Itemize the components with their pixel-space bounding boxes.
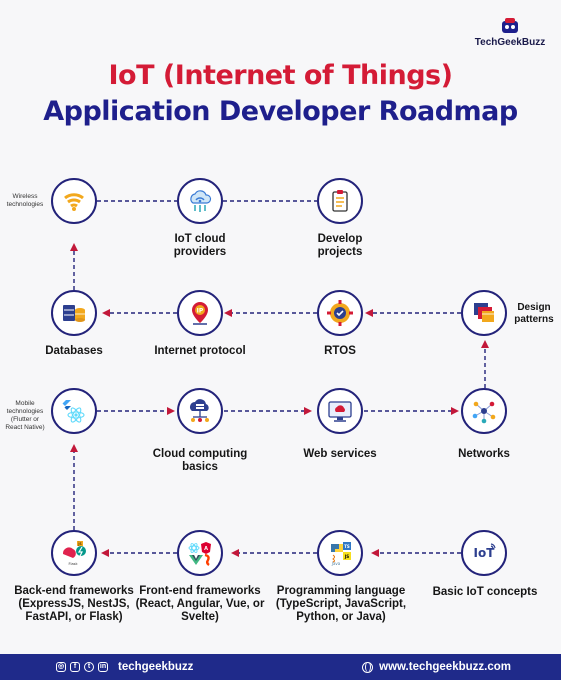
rtos-node: [317, 290, 363, 336]
develop-projects-label: Develop projects: [317, 233, 363, 258]
svg-text:Flask: Flask: [69, 562, 79, 566]
design-patterns-label: Design patterns: [514, 302, 554, 325]
windows-icon: [474, 303, 494, 322]
iot-icon: IoT: [474, 543, 496, 560]
ip-pin-icon: IP: [192, 302, 208, 325]
svg-text:IP: IP: [197, 308, 204, 315]
wireless-label: Wireless technologies: [6, 193, 44, 208]
cloud-icon: [190, 190, 212, 212]
frontend-node: A: [177, 530, 223, 576]
web-services-node: [317, 388, 363, 434]
clipboard-icon: [332, 190, 348, 212]
networks-label: Networks: [458, 448, 510, 460]
website-url[interactable]: www.techgeekbuzz.com: [379, 661, 511, 673]
twitter-icon[interactable]: t: [84, 662, 94, 672]
backend-label: Back-end frameworks (ExpressJS, NestJS, …: [14, 585, 134, 623]
cloud-computing-label: Cloud computing basics: [152, 448, 248, 473]
facebook-icon[interactable]: f: [70, 662, 80, 672]
instagram-icon[interactable]: ◎: [56, 662, 66, 672]
social-links: ◎ f t in techgeekbuzz: [56, 661, 193, 673]
brand: TechGeekBuzz: [470, 14, 550, 48]
cloud-computing-node: [177, 388, 223, 434]
basic-iot-label: Basic IoT concepts: [432, 586, 538, 598]
frontend-label: Front-end frameworks (React, Angular, Vu…: [135, 585, 265, 623]
social-handle[interactable]: techgeekbuzz: [118, 661, 194, 673]
wireless-node: [51, 178, 97, 224]
databases-label: Databases: [45, 345, 103, 357]
brand-logo-icon: [499, 14, 521, 36]
networks-node: [461, 388, 507, 434]
backend-logos-icon: js Flask: [62, 541, 86, 566]
iot-cloud-node: [177, 178, 223, 224]
wifi-icon: [64, 193, 84, 211]
develop-projects-node: [317, 178, 363, 224]
iot-cloud-label: IoT cloud providers: [173, 233, 227, 258]
cpu-gear-icon: [327, 300, 353, 326]
internet-protocol-label: Internet protocol: [154, 345, 246, 357]
brand-name: TechGeekBuzz: [474, 37, 546, 48]
programming-label: Programming language (TypeScript, JavaSc…: [275, 585, 407, 623]
backend-node: js Flask: [51, 530, 97, 576]
title-line-2: Application Developer Roadmap: [43, 96, 518, 127]
globe-icon: [362, 661, 374, 673]
svg-text:A: A: [204, 546, 208, 552]
linkedin-icon[interactable]: in: [98, 662, 108, 672]
monitor-cloud-icon: [328, 401, 352, 422]
mobile-label: Mobile technologies (Flutter or React Na…: [5, 400, 45, 431]
svg-text:Java: Java: [331, 561, 341, 566]
internet-protocol-node: IP: [177, 290, 223, 336]
design-patterns-node: [461, 290, 507, 336]
basic-iot-node: IoT: [461, 530, 507, 576]
svg-text:IoT: IoT: [474, 546, 496, 560]
website-link[interactable]: www.techgeekbuzz.com: [362, 661, 511, 673]
svg-text:js: js: [77, 541, 81, 546]
network-icon: [472, 401, 496, 424]
frontend-logos-icon: A: [188, 542, 211, 566]
svg-text:JS: JS: [344, 554, 349, 559]
mobile-node: [51, 388, 97, 434]
footer-bar: ◎ f t in techgeekbuzz www.techgeekbuzz.c…: [0, 654, 561, 680]
databases-node: [51, 290, 97, 336]
languages-icon: TS JS Java: [331, 542, 351, 566]
programming-node: TS JS Java: [317, 530, 363, 576]
rtos-label: RTOS: [324, 345, 356, 357]
react-flutter-icon: [62, 400, 85, 423]
cloud-server-icon: [190, 399, 209, 422]
svg-text:TS: TS: [344, 544, 350, 549]
title-line-1: IoT (Internet of Things): [108, 60, 453, 91]
database-icon: [63, 305, 85, 322]
web-services-label: Web services: [303, 448, 377, 460]
